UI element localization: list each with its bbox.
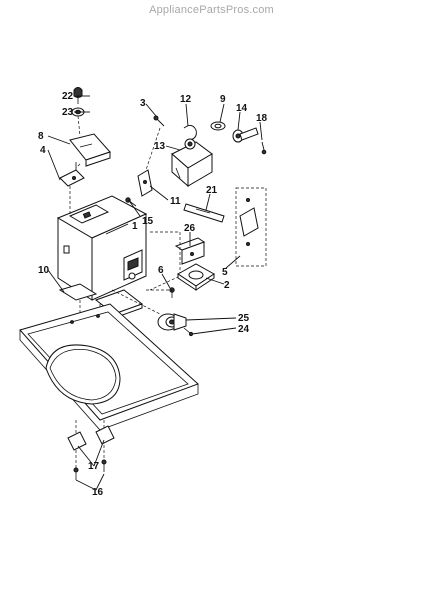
callout-8: 8: [38, 131, 44, 142]
outline-dashed-frame: [149, 231, 181, 291]
part-11-bracket[interactable]: [137, 127, 161, 197]
part-13-switch[interactable]: [171, 138, 213, 188]
part-2-housing[interactable]: [177, 263, 215, 291]
callout-6: 6: [158, 265, 164, 276]
part-12-wire-clip[interactable]: [183, 125, 197, 141]
cabinet-top: [19, 303, 199, 431]
part-25-pulley[interactable]: [157, 313, 187, 331]
callout-15: 15: [142, 216, 154, 227]
callout-9: 9: [220, 94, 226, 105]
callout-1: 1: [132, 221, 138, 232]
watermark: AppliancePartsPros.com: [149, 4, 274, 16]
callout-10: 10: [38, 265, 50, 276]
part-4-left-bracket[interactable]: [59, 162, 85, 187]
callout-18: 18: [256, 113, 268, 124]
callout-5: 5: [222, 267, 228, 278]
callout-4-left: 4: [40, 145, 46, 156]
part-15-screw[interactable]: [125, 197, 137, 207]
callout-2: 2: [224, 280, 230, 291]
part-21-rod[interactable]: [183, 203, 225, 223]
callout-12: 12: [180, 94, 192, 105]
part-3-screw[interactable]: [153, 115, 165, 127]
callout-24: 24: [238, 324, 250, 335]
part-5-dashed-frame: [235, 187, 267, 267]
part-16-screw-right[interactable]: [101, 459, 107, 472]
part-6-screw[interactable]: [169, 287, 175, 298]
callout-26: 26: [184, 223, 196, 234]
callout-23: 23: [62, 107, 74, 118]
callout-11: 11: [170, 196, 181, 207]
part-24-screw[interactable]: [183, 327, 194, 337]
part-14-shaft[interactable]: [232, 127, 259, 143]
callout-21: 21: [206, 185, 218, 196]
callout-13: 13: [154, 141, 166, 152]
part-17-hinge-right[interactable]: [95, 425, 115, 445]
part-5-bracket[interactable]: [239, 198, 259, 246]
part-16-screw-left[interactable]: [73, 467, 79, 480]
callout-3: 3: [140, 98, 146, 109]
part-8-bracket[interactable]: [69, 133, 111, 167]
part-18-screw[interactable]: [261, 141, 267, 155]
part-1-console-housing[interactable]: [56, 195, 148, 301]
callout-22: 22: [62, 91, 74, 102]
leader-lines: [47, 95, 263, 491]
part-9-grommet[interactable]: [210, 121, 226, 131]
callout-25: 25: [238, 313, 250, 324]
callout-16: 16: [92, 487, 104, 498]
callout-17: 17: [88, 461, 100, 472]
part-17-hinge-left[interactable]: [67, 431, 87, 451]
callout-14: 14: [236, 103, 248, 114]
